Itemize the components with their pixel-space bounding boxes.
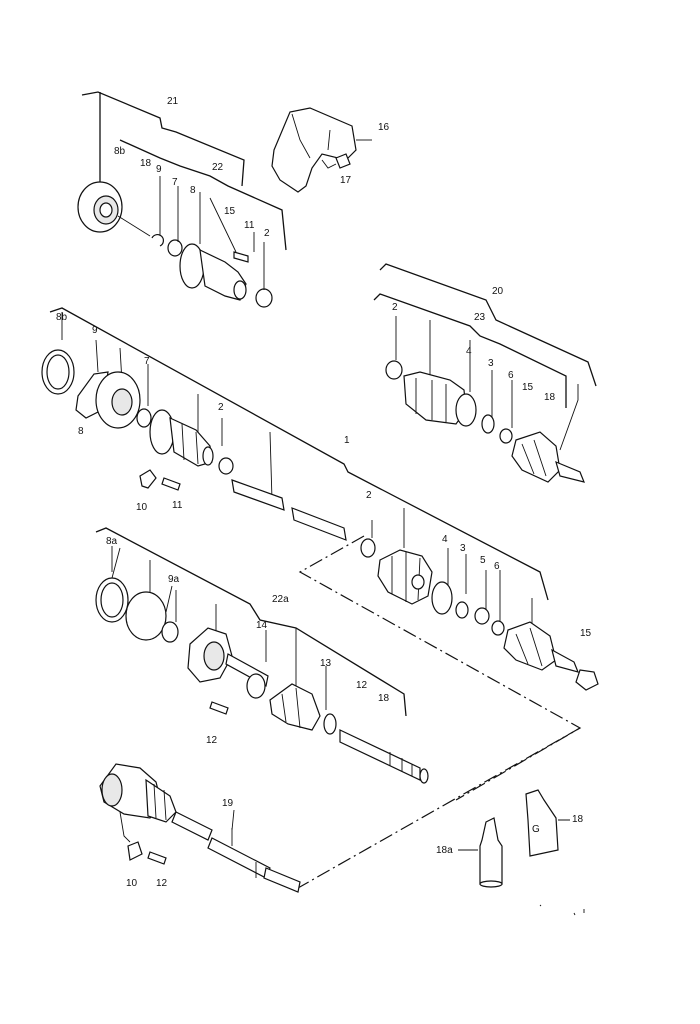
bolt-12-a	[209, 701, 229, 715]
bottom-shaft-lower	[207, 837, 271, 879]
bottom-boot	[145, 778, 177, 823]
label-15-right: 15	[522, 382, 534, 393]
label-18a: 18a	[436, 845, 453, 856]
clamp-4-center	[431, 581, 453, 615]
circlip-14	[246, 673, 266, 699]
grease-tube-18: G	[525, 789, 559, 857]
clamp-2-right	[385, 360, 403, 380]
screw-17	[335, 153, 351, 169]
label-18-right: 18	[544, 392, 556, 403]
label-19: 19	[222, 798, 234, 809]
label-4-center: 4	[442, 534, 448, 545]
label-17: 17	[340, 175, 352, 186]
boot-center	[377, 549, 433, 605]
reference-line-lower	[297, 727, 581, 889]
label-7-top: 7	[172, 177, 178, 188]
label-8-mid: 8	[78, 426, 84, 437]
label-2-right: 2	[392, 302, 398, 313]
label-11-mid: 11	[172, 500, 183, 511]
label-10-bottom: 10	[126, 878, 138, 889]
label-18-a: 18	[378, 693, 390, 704]
ring-7-top	[167, 239, 183, 257]
label-9a: 9a	[168, 574, 180, 585]
label-23: 23	[474, 312, 486, 323]
label-16: 16	[378, 122, 390, 133]
heat-shield-16	[271, 107, 372, 193]
label-3-right: 3	[488, 358, 494, 369]
label-8a: 8a	[106, 536, 118, 547]
ring-7-mid	[136, 408, 152, 428]
group-22a-inner-joint	[95, 527, 429, 784]
label-12-a: 12	[356, 680, 368, 691]
label-5-center: 5	[480, 555, 486, 566]
label-11-top: 11	[244, 220, 255, 231]
label-9-mid: 9	[92, 325, 98, 336]
label-22: 22	[212, 162, 224, 173]
clamp-4-right	[455, 393, 477, 427]
label-6-right: 6	[508, 370, 514, 381]
label-8b-mid: 8b	[56, 312, 68, 323]
shaft-22a	[339, 729, 421, 781]
clamp-2-center	[360, 538, 376, 558]
label-7-mid: 7	[144, 356, 150, 367]
group-1-driveshaft	[41, 307, 599, 691]
group-19-complete-shaft	[99, 763, 301, 893]
ring-6-right	[499, 428, 513, 444]
bracket-10-bottom	[127, 841, 143, 861]
label-18-top: 18	[140, 158, 152, 169]
shaft-lower	[291, 507, 347, 541]
label-4-right: 4	[466, 346, 472, 357]
label-22a: 22a	[272, 594, 289, 605]
ring-3-right	[481, 414, 495, 434]
joint-15-center	[503, 621, 557, 671]
label-15-center: 15	[580, 628, 592, 639]
label-14: 14	[256, 620, 268, 631]
label-13: 13	[320, 658, 332, 669]
label-20: 20	[492, 286, 504, 297]
ring-3-center	[455, 601, 469, 619]
label-15-top: 15	[224, 206, 236, 217]
label-21: 21	[167, 96, 179, 107]
clamp-2-top	[255, 288, 273, 308]
label-3-center: 3	[460, 543, 466, 554]
label-9-top: 9	[156, 164, 162, 175]
label-2-top: 2	[264, 228, 270, 239]
label-6-center: 6	[494, 561, 500, 572]
leader-lines	[111, 547, 570, 851]
circlip-9-top	[151, 234, 164, 247]
bolt-12-bottom	[147, 851, 167, 865]
label-2-mid: 2	[218, 402, 224, 413]
label-12-b: 12	[206, 735, 218, 746]
group-20-right-joint	[373, 263, 597, 483]
label-18-tube: 18	[572, 814, 584, 825]
ring-9a	[125, 591, 167, 641]
tube-text: G	[532, 824, 540, 835]
nut-15-center	[575, 669, 599, 691]
label-10-mid: 10	[136, 502, 148, 513]
label-2-center: 2	[366, 490, 372, 501]
bolt-11-top	[233, 251, 249, 263]
ring-6-center	[491, 620, 505, 636]
stray-marks	[539, 904, 585, 916]
label-12-bottom: 12	[156, 878, 168, 889]
group-21-outer-joint	[77, 91, 287, 308]
joint-15-right	[511, 431, 561, 483]
label-1: 1	[344, 435, 350, 446]
reference-line-upper	[298, 535, 582, 801]
clamp-2-mid	[218, 457, 234, 475]
label-8-top: 8	[190, 185, 196, 196]
joint-mid	[149, 409, 175, 455]
bottom-shaft-upper	[171, 811, 213, 841]
label-8b-top: 8b	[114, 146, 126, 157]
bracket-10-mid	[139, 469, 157, 489]
ring-5-center	[474, 607, 490, 625]
grease-bottle-18a	[479, 817, 503, 888]
boot-13	[269, 683, 321, 731]
shaft-upper	[231, 479, 285, 511]
part-labels: 21 16 8b 18 9 22 7 8 15 11 2 17 20 23 2 …	[56, 96, 592, 889]
bolt-11-mid	[161, 477, 181, 491]
